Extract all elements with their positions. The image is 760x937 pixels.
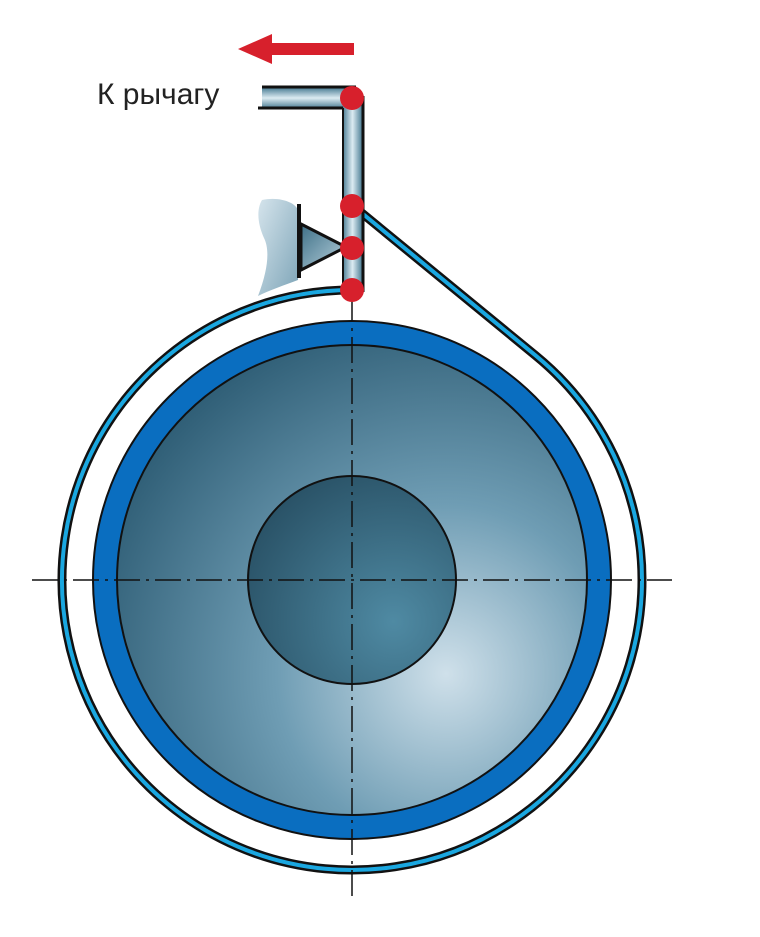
center-lines (32, 296, 672, 897)
brake-band (57, 201, 647, 875)
joint-band-slack (340, 278, 364, 302)
fixed-support (258, 198, 350, 296)
joint-band-tight (340, 194, 364, 218)
to-lever-label: К рычагу (97, 78, 220, 111)
direction-arrow (238, 34, 354, 64)
joint-pivot (340, 236, 364, 260)
pivot-triangle (299, 221, 350, 273)
joints (340, 86, 364, 302)
joint-lever-bend (340, 86, 364, 110)
